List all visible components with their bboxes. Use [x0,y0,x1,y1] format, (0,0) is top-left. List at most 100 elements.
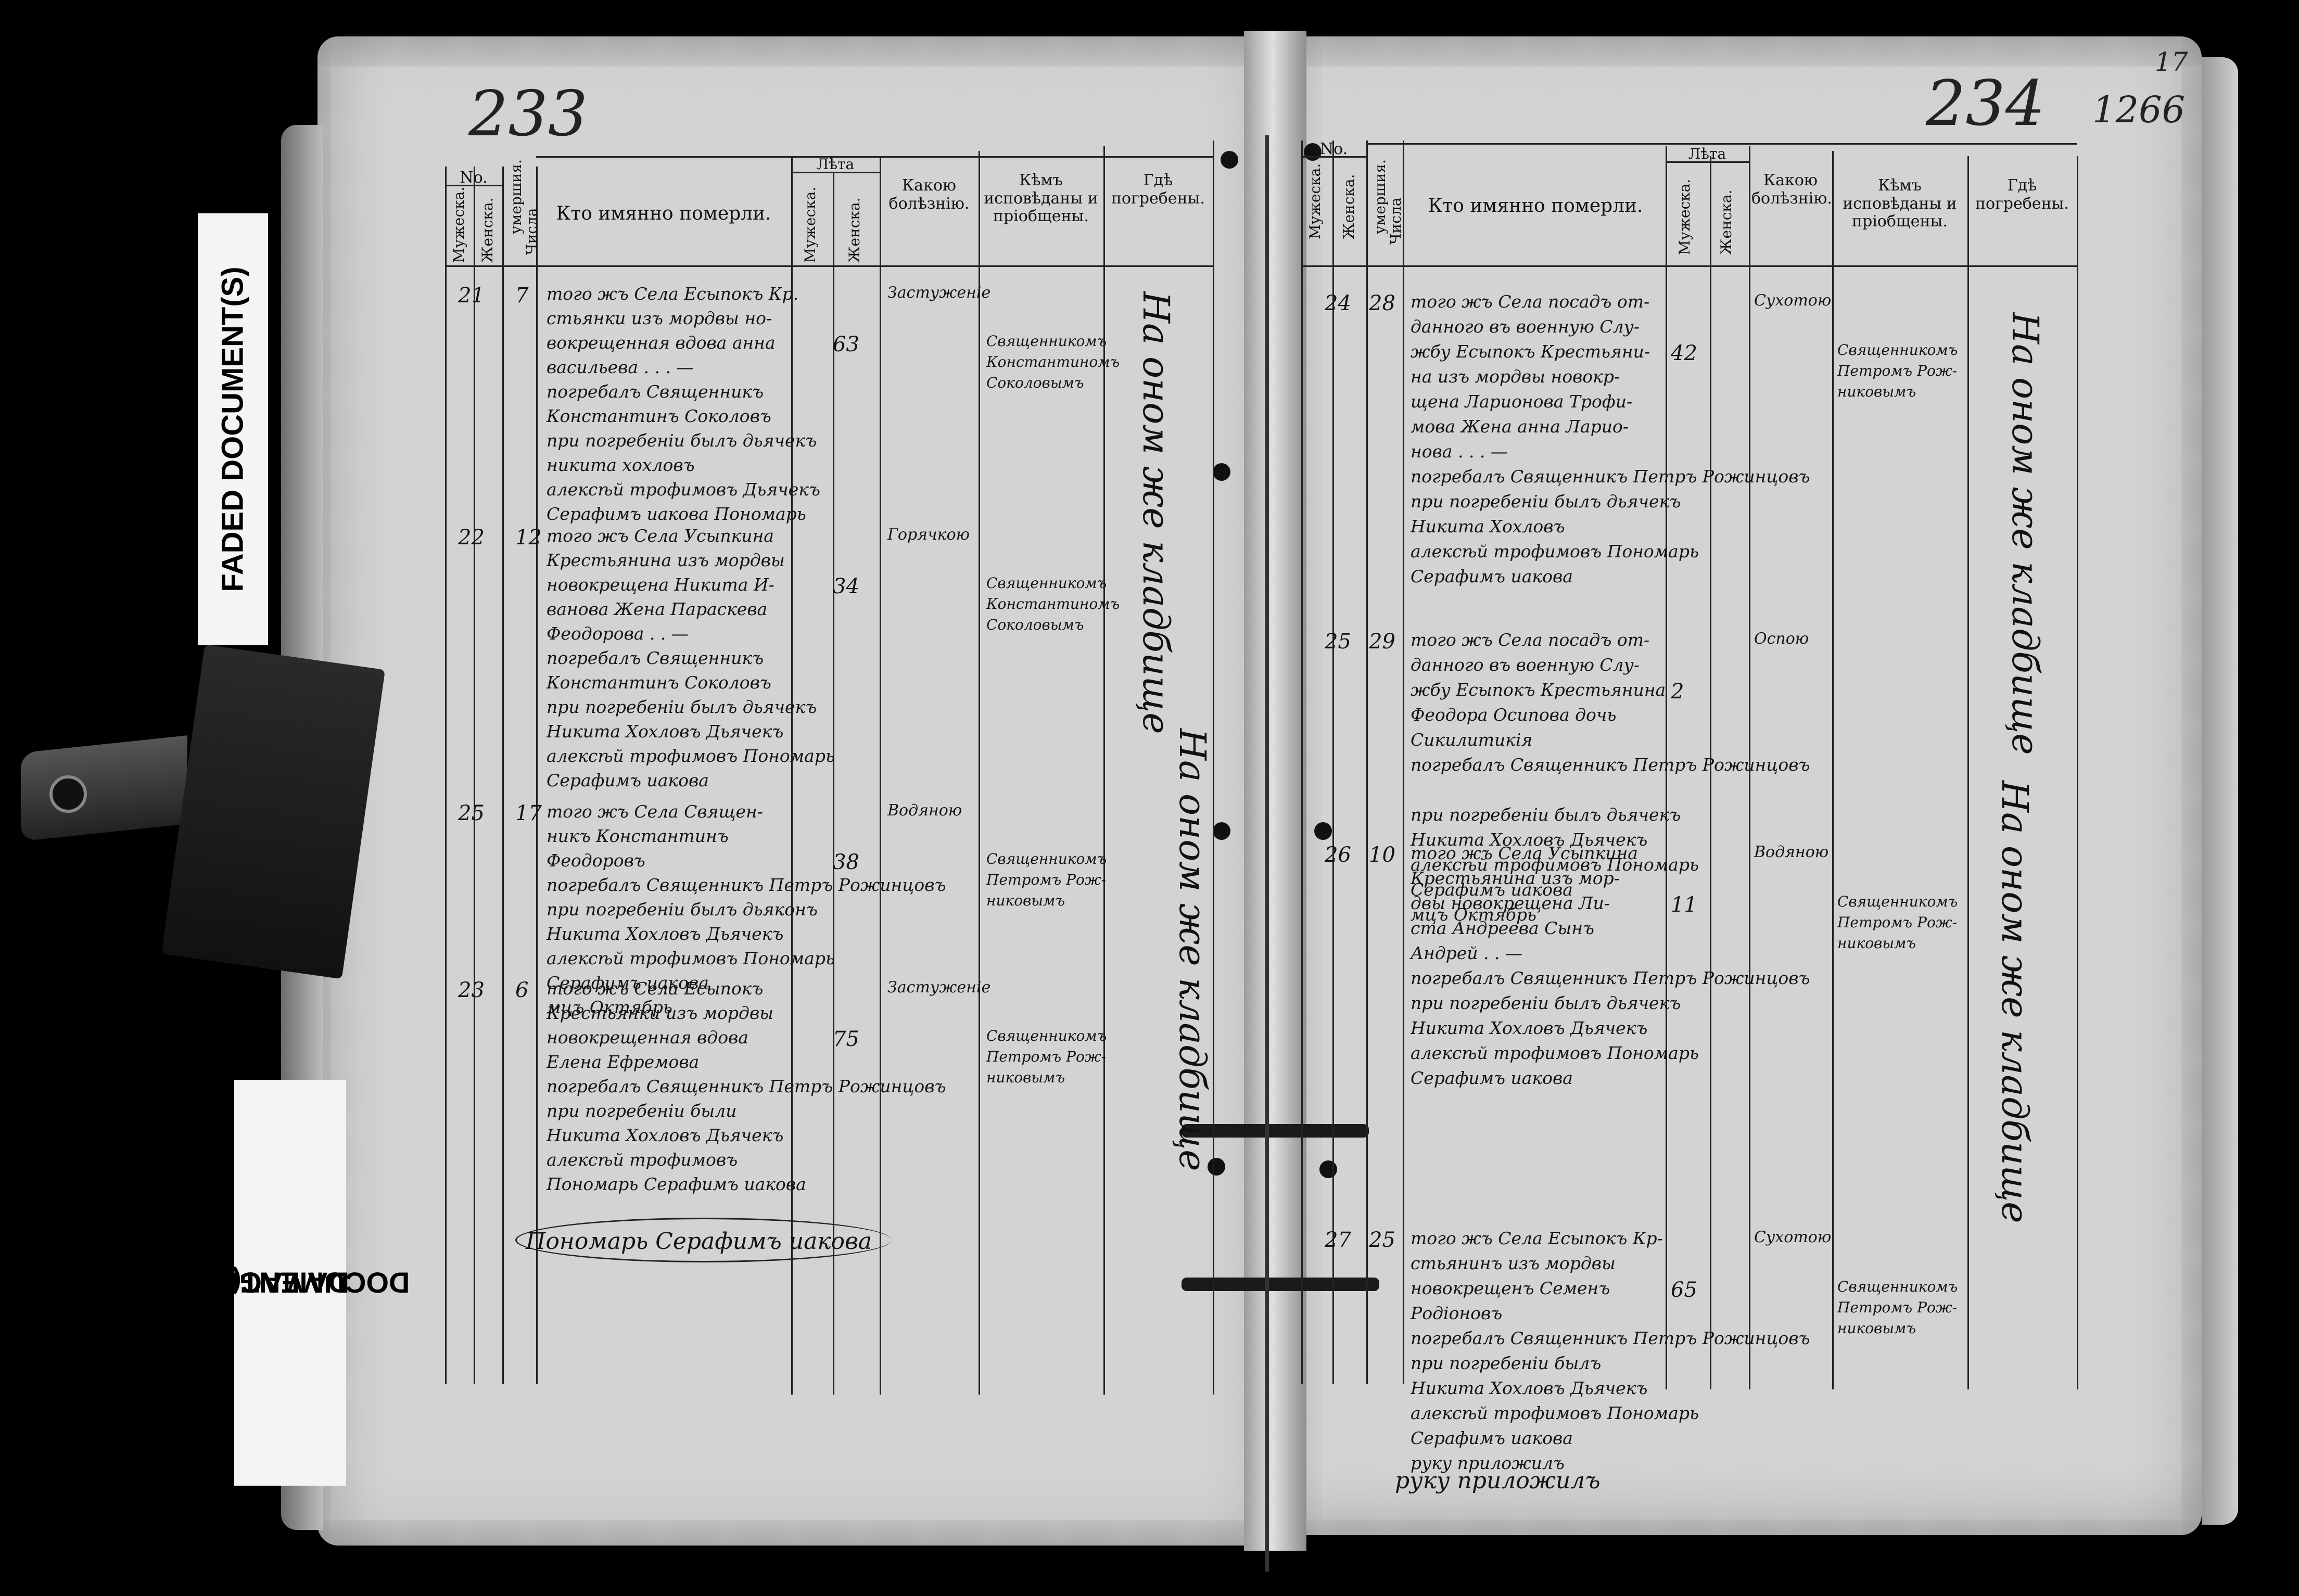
entry-number: 22 [458,526,485,550]
entry-disease: Застуженіе [887,978,991,997]
entry-line: Серафимъ иакова [1411,566,1573,586]
entry-confessor: никовымъ [986,892,1065,909]
entry-line: погребалъ Священникъ Петръ Рожинцовъ [1411,1328,1810,1348]
entry-line: алексѣй трофимовъ Пономарь [547,746,835,766]
folio-right: 234 [1926,68,2046,140]
binding-hole [1208,1158,1225,1176]
binding-hole [1319,1160,1337,1178]
burial-note-right: На оном же кладбище [2004,312,2047,755]
entry-line: ванова Жена Параскева [547,599,768,619]
entry-line: того жъ Села посадъ от- [1411,630,1650,650]
header-years-right: Лѣта [1688,145,1726,162]
entry-disease: Водяною [1754,843,1829,861]
entry-line: руку приложилъ [1411,1453,1565,1473]
entry-number: 27 [1325,1228,1351,1252]
folio-stamp: 1266 [2092,88,2186,131]
entry-line: вокрещенная вдова анна [547,333,776,353]
entry-age: 42 [1671,341,1697,365]
binding-hole [1304,143,1322,161]
clip-hole [49,775,87,813]
folio-corner: 17 [2155,47,2188,77]
entry-line: Родіоновъ [1411,1303,1503,1323]
entry-confessor: никовымъ [1837,935,1916,952]
entry-line: того жъ Села Есыпокъ Кр- [1411,1228,1663,1248]
entry-line: Никита Хохловъ Дьячекъ [547,924,784,944]
entry-line: алексѣй трофимовъ [547,1150,738,1170]
entry-number: 21 [458,284,485,308]
entry-line: при погребеніи былъ дьячекъ [547,430,817,451]
entry-line: стьянинъ изъ мордвы [1411,1253,1616,1273]
entry-line: Серафимъ иакова [1411,1068,1573,1088]
entry-confessor: Соколовымъ [986,616,1084,633]
entry-line: новокрещенъ Семенъ [1411,1278,1610,1298]
entry-line: Елена Ефремова [547,1052,700,1072]
entry-confessor: Петромъ Рож- [986,871,1107,888]
entry-confessor: Священникомъ [1837,1278,1958,1295]
entry-line: новокрещена Никита И- [547,574,774,595]
entry-line: Крестьянки изъ мордвы [547,1003,774,1023]
entry-confessor: никовымъ [986,1069,1065,1086]
entry-line: на изъ мордвы новокр- [1411,366,1620,387]
right-bottom-signature: руку приложилъ [1395,1467,1601,1494]
entry-line: алексѣй трофимовъ Дьячекъ [547,479,820,500]
entry-line: Серафимъ иакова [1411,879,1573,900]
entry-line: Феодоровъ [547,850,645,871]
header-years-female: Женска. [846,197,863,263]
entry-confessor: Петромъ Рож- [1837,362,1958,379]
entry-confessor: Священникомъ [986,850,1107,867]
entry-line: никъ Константинъ [547,826,729,846]
entry-line: алексѣй трофимовъ Пономарь [1411,854,1699,875]
entry-line: Никита Хохловъ Дьячекъ [1411,1018,1648,1038]
header-no-right: No. [1319,140,1348,158]
header-confessed: Кѣмъ исповѣданы и пріобщены. [984,171,1098,225]
entry-line: Никита Хохловъ Дьячекъ [1411,1378,1648,1398]
header-disease-right: Какою болѣзнію. [1751,171,1832,208]
header-disease: Какою болѣзнію. [888,176,970,213]
entry-line: данного въ военную Слу- [1411,655,1640,675]
entry-line: Константинъ Соколовъ [547,406,771,426]
header-male-right: Мужеска. [1306,163,1324,239]
entry-line: двы новокрещена Ли- [1411,893,1610,913]
entry-disease: Сухотою [1754,291,1832,310]
entry-line: васильева . . . — [547,357,694,377]
entry-line: погребалъ Священникъ Петръ Рожинцовъ [1411,466,1810,487]
entry-line: жбу Есыпокъ Крестьяни- [1411,341,1650,362]
entry-confessor: Священникомъ [1837,341,1958,359]
entry-age: 75 [833,1027,859,1051]
entry-line: новокрещенная вдова [547,1027,748,1048]
entry-confessor: Священникомъ [1837,893,1958,910]
entry-confessor: никовымъ [1837,383,1916,400]
header-years-male-right: Мужеска. [1676,178,1693,255]
entry-line: при погребеніи былъ дьяконъ [547,899,818,920]
entry-confessor: Соколовымъ [986,374,1084,391]
entry-line: алексѣй трофимовъ Пономарь [547,948,835,968]
header-died: умершия. [507,159,525,234]
entry-number: 23 [458,978,485,1002]
burial-note-left-2: На оном же кладбище [1171,729,1214,1171]
header-years: Лѣта [816,156,855,173]
entry-line: при погребеніи былъ дьячекъ [547,697,817,717]
entry-confessor: Священникомъ [986,333,1107,350]
header-died-right: умершия. [1371,159,1389,234]
binding-cord [1265,135,1269,1572]
header-female: Женска. [479,197,496,263]
entry-age: 38 [833,850,859,874]
binding-hole [1314,822,1332,840]
entry-line: погребалъ Священникъ [547,648,764,668]
right-page [1270,36,2202,1535]
entry-line: при погребеніи былъ дьячекъ [1411,491,1681,512]
entry-line: Феодора Осипова дочь [1411,705,1617,725]
entry-day: 17 [515,801,542,825]
entry-line: щена Ларионова Трофи- [1411,391,1633,412]
entry-line: при погребеніи былъ дьячекъ [1411,993,1681,1013]
burial-note-left: На оном же кладбище [1135,291,1177,734]
entry-line: Никита Хохловъ Дьячекъ [1411,829,1648,850]
entry-line: алексѣй трофимовъ Пономарь [1411,1403,1699,1423]
entry-age: 2 [1671,680,1684,704]
entry-line: Никита Хохловъ Дьячекъ [547,721,784,742]
header-date: Числа [523,208,540,255]
entry-line: того жъ Села Священ- [547,801,763,822]
faded-documents-label: FADED DOCUMENT(S) [198,213,268,645]
header-who-right: Кто имянно померли. [1428,195,1643,216]
entry-line: погребалъ Священникъ Петръ Рожинцовъ [1411,755,1810,775]
